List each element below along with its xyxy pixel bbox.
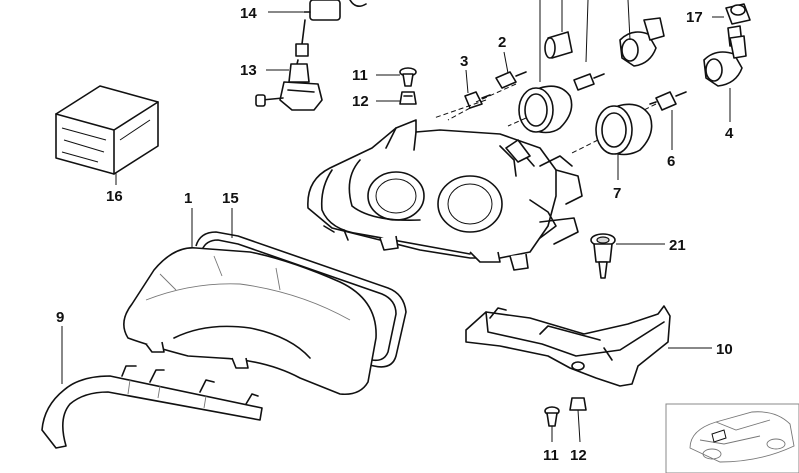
label-1: 1 — [184, 190, 192, 207]
part-1-lens — [123, 247, 377, 396]
part-12-clip-bottom — [569, 397, 587, 411]
part-6-bulb — [649, 91, 687, 111]
label-7: 7 — [613, 185, 621, 202]
label-11-bottom: 11 — [543, 447, 559, 464]
label-10: 10 — [716, 341, 733, 358]
part-14-connector — [295, 0, 367, 57]
part-21-screw — [590, 233, 616, 279]
label-12-bottom: 12 — [570, 447, 587, 464]
headlight-housing — [307, 119, 583, 271]
assembly-lines — [433, 83, 657, 155]
part-number-labels: 14 13 11 12 3 2 17 4 6 7 16 1 15 21 9 10… — [56, 5, 734, 464]
cap-cylinder — [544, 31, 573, 59]
part-13-bulb-socket — [255, 59, 323, 111]
part-12-clip-top — [399, 91, 417, 105]
label-17: 17 — [686, 9, 703, 26]
label-9: 9 — [56, 309, 64, 326]
socket-large — [619, 17, 665, 67]
label-4: 4 — [725, 125, 734, 142]
small-bulb-mid — [573, 73, 605, 91]
label-16: 16 — [106, 188, 123, 205]
part-16-box — [55, 85, 159, 175]
part-4-socket — [703, 35, 747, 87]
car-thumbnail — [665, 403, 799, 473]
label-14: 14 — [240, 5, 257, 22]
label-11-top: 11 — [352, 67, 368, 84]
label-6: 6 — [667, 153, 675, 170]
part-2-bulb — [495, 71, 527, 89]
part-3-bulb — [464, 91, 491, 109]
part-11-screw-top — [399, 67, 417, 87]
part-10-bracket — [465, 305, 671, 387]
label-3: 3 — [460, 53, 468, 70]
label-12-top: 12 — [352, 93, 369, 110]
rubber-boot-upper — [518, 85, 573, 134]
label-15: 15 — [222, 190, 239, 207]
label-13: 13 — [240, 62, 257, 79]
label-2: 2 — [498, 34, 506, 51]
part-9-trim-strip — [41, 365, 263, 449]
part-7-rubber-boot — [595, 103, 653, 156]
part-11-screw-bottom — [544, 406, 560, 427]
label-21: 21 — [669, 237, 686, 254]
